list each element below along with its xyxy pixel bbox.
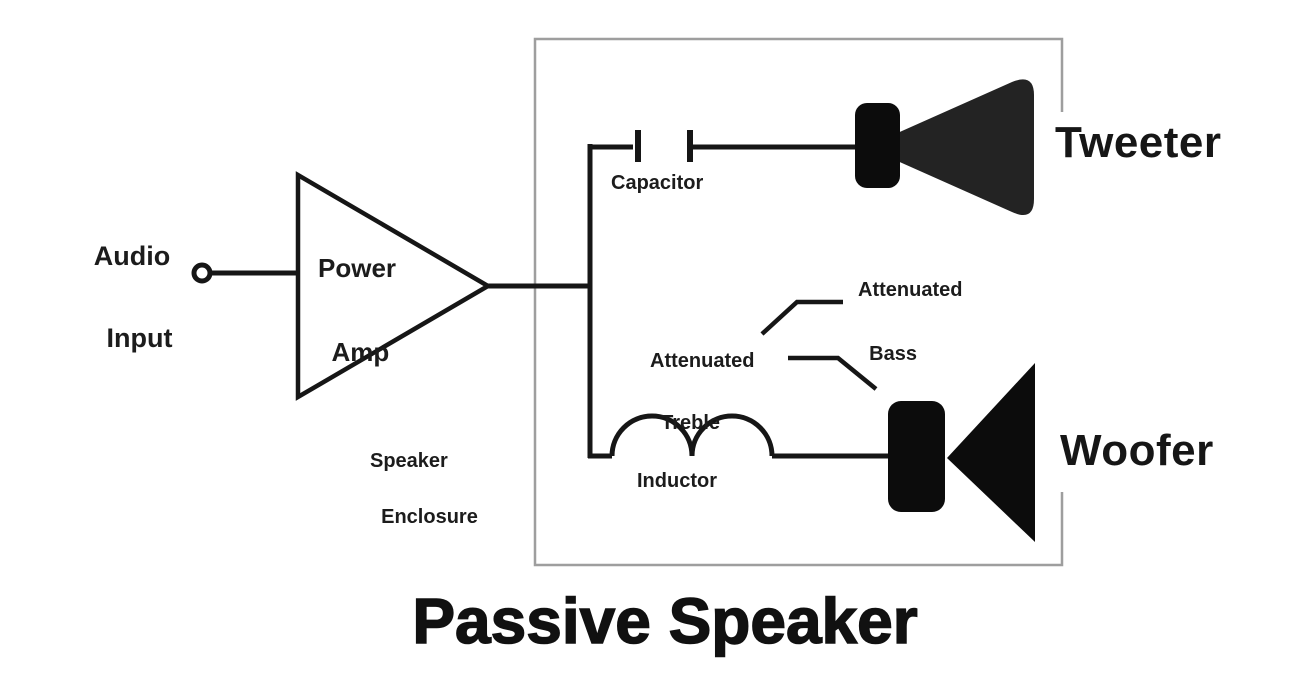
tweeter-label: Tweeter [1055, 118, 1222, 167]
inductor-label: Inductor [637, 470, 717, 492]
input-terminal-icon [191, 262, 213, 284]
attenuated-bass-leader-line [760, 299, 843, 336]
attenuated-treble-label: Attenuated Treble [650, 346, 754, 439]
tweeter-horn [866, 79, 1034, 216]
attenuated-treble-leader-line [788, 355, 878, 391]
attenuated-bass-line1: Attenuated [858, 279, 963, 301]
speaker-enclosure-line2: Enclosure [381, 506, 478, 528]
audio-input-line2: Input [106, 323, 173, 353]
capacitor-symbol [635, 130, 693, 162]
inductor-symbol [609, 413, 775, 457]
woofer-label: Woofer [1060, 426, 1214, 475]
power-amp-line1: Power [318, 253, 397, 283]
audio-input-line1: Audio [93, 241, 171, 271]
power-amp-triangle [295, 171, 493, 401]
attenuated-bass-line2: Bass [869, 343, 917, 365]
woofer-cone [947, 363, 1035, 542]
speaker-enclosure-line1: Speaker [370, 450, 448, 472]
attenuated-treble-line2: Treble [661, 412, 721, 434]
power-amp-label: Power Amp [318, 247, 396, 373]
attenuated-treble-line1: Attenuated [650, 350, 755, 372]
woofer-icon [888, 363, 1035, 542]
tweeter-icon [855, 79, 1034, 216]
woofer-driver [888, 401, 945, 512]
diagram-title: Passive Speaker [412, 584, 919, 658]
attenuated-bass-label: Attenuated Bass [858, 274, 962, 370]
speaker-enclosure-box [533, 37, 1064, 567]
audio-input-label: Audio Input [82, 236, 182, 359]
capacitor-label: Capacitor [611, 172, 704, 194]
speaker-enclosure-label: Speaker Enclosure [370, 447, 478, 531]
power-amp-line2: Amp [331, 337, 390, 367]
tweeter-driver [855, 103, 900, 188]
